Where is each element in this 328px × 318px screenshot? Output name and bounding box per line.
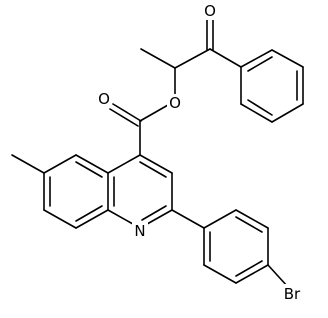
bond-pyr-inner-2 xyxy=(141,205,167,221)
bond-benzo-inner-1 xyxy=(75,161,103,178)
bond-lines xyxy=(11,19,304,288)
bond-c6-methyl xyxy=(11,154,45,174)
bond-pyr-inner-1 xyxy=(139,161,167,178)
bond-c2-to-aryl xyxy=(171,209,205,229)
bond-benzo-c7-c8 xyxy=(43,209,77,229)
bond-phenyl-inner-3 xyxy=(247,99,273,116)
ring-nitrogen-label: N xyxy=(134,222,145,240)
bond-benzo-c5-c6 xyxy=(43,154,77,174)
ketone-oxygen-label: O xyxy=(204,2,216,20)
bond-phenyl-5 xyxy=(240,103,273,123)
ring-nitrogen-bg xyxy=(132,222,148,240)
bond-aryl-inner-2 xyxy=(235,260,263,277)
bond-phenyl-4 xyxy=(271,103,304,123)
bond-pyr-c4-c3 xyxy=(139,154,173,174)
atom-labels: O O O N Br xyxy=(96,2,304,304)
bromine-bg xyxy=(280,284,304,304)
bond-aryl-1 xyxy=(203,209,237,229)
bond-aryl-2 xyxy=(235,209,269,229)
bond-ch-to-methyl xyxy=(140,48,176,69)
ester-oxygen-label: O xyxy=(169,94,181,112)
bond-phenyl-1 xyxy=(240,49,273,68)
bond-benzo-c4a-c5 xyxy=(75,154,109,174)
bond-aryl-4 xyxy=(235,264,269,284)
bromine-label: Br xyxy=(284,285,301,303)
bond-pyr-c4a-c4 xyxy=(107,154,141,174)
bond-ketone-to-phenyl xyxy=(209,48,242,68)
bond-aryl-inner-1 xyxy=(235,216,263,233)
bond-ester-co-1 xyxy=(112,103,142,122)
bond-benzo-c8-c8a xyxy=(75,209,109,229)
ester-carbonyl-oxygen-label: O xyxy=(98,90,110,108)
ketone-oxygen-bg xyxy=(202,2,218,20)
bond-ester-co-2 xyxy=(109,108,139,127)
bond-ketone-to-ch xyxy=(174,48,211,69)
bond-aryl-to-br xyxy=(267,264,289,288)
ester-carbonyl-oxygen-bg xyxy=(96,90,112,108)
bond-aryl-5 xyxy=(203,264,237,284)
bond-benzo-inner-3 xyxy=(75,205,103,222)
ester-oxygen-bg xyxy=(167,94,183,112)
bond-phenyl-inner-1 xyxy=(247,56,273,72)
bond-phenyl-2 xyxy=(271,49,304,68)
